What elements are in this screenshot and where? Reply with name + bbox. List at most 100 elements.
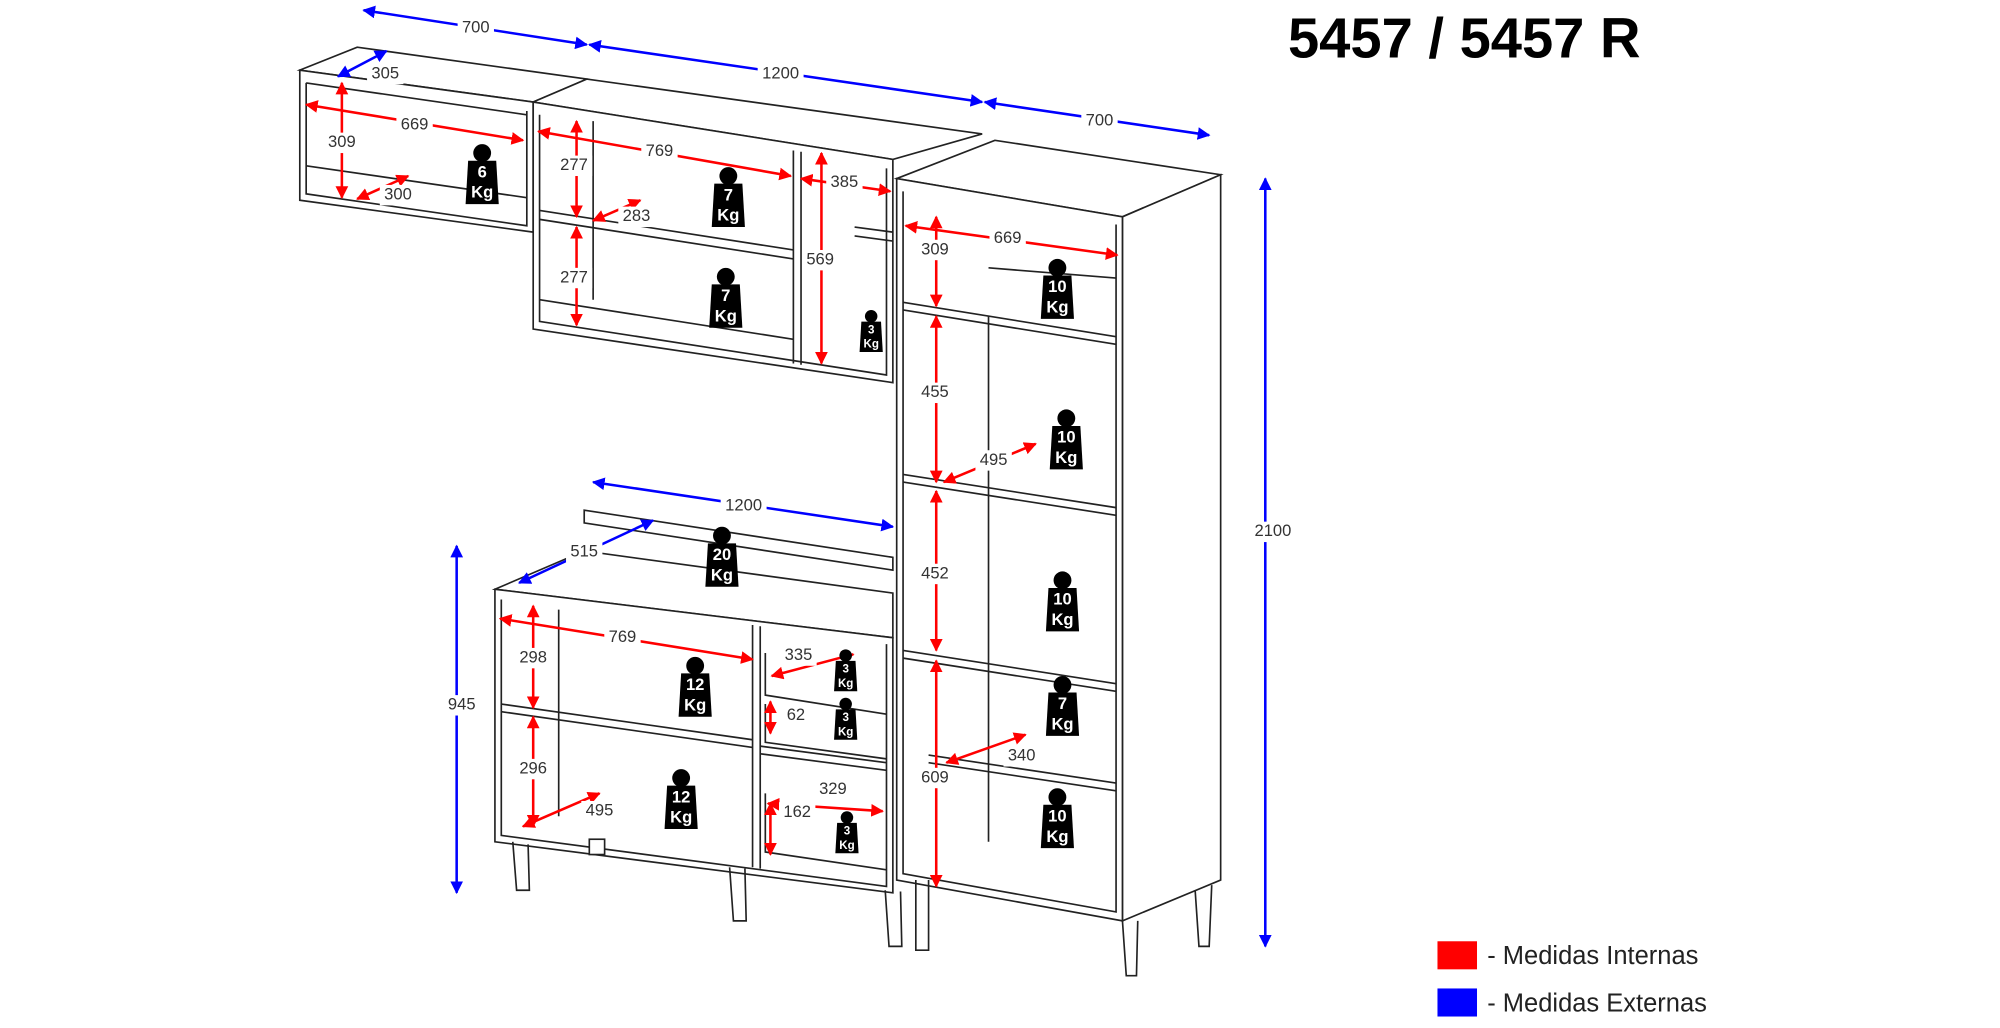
internal-dimension: 277 (555, 119, 593, 219)
dimension-label-bg (1081, 110, 1118, 132)
dimension-label-bg (566, 542, 603, 563)
weight-handle (719, 167, 738, 185)
weight-icon: 7Kg (709, 267, 743, 328)
internal-dimension: 495 (521, 792, 618, 828)
internal-dimension: 277 (555, 225, 593, 327)
dimension-label-bg (814, 779, 852, 800)
dimension-label-bg (581, 800, 618, 822)
weight-handle (686, 656, 705, 675)
dimension-label-bg (443, 695, 480, 716)
weight-handle (1053, 571, 1072, 590)
internal-dimension: 495 (942, 442, 1037, 484)
external-dimension-label: 700 (1086, 111, 1114, 130)
weight-value: 10 (1053, 590, 1071, 609)
weight-unit: Kg (838, 677, 853, 690)
external-dimension: 1200 (588, 39, 984, 107)
external-dimension: 700 (362, 5, 589, 50)
weight-value: 3 (868, 323, 875, 336)
weight-unit: Kg (863, 338, 878, 351)
dimension-label-bg (1249, 521, 1296, 543)
internal-dimension-label: 277 (560, 155, 588, 174)
weight-icon: 7Kg (711, 167, 745, 228)
internal-dimension-label: 495 (980, 450, 1008, 469)
internal-dimension-label: 62 (787, 705, 805, 724)
internal-dimension: 298 (515, 604, 552, 710)
weight-body (835, 822, 859, 854)
dimension-label-bg (618, 206, 655, 228)
weight-body (709, 284, 743, 328)
weight-body (664, 785, 698, 830)
external-dimension: 1200 (591, 477, 895, 532)
dimension-label-bg (975, 450, 1012, 471)
external-dimension-arrow (336, 49, 388, 78)
internal-dimension-label: 309 (921, 239, 949, 258)
weight-value: 6 (478, 162, 487, 181)
weight-handle (713, 526, 731, 545)
dimension-label-bg (379, 184, 417, 206)
dimension-label-bg (782, 705, 810, 726)
internal-dimension-label: 769 (609, 627, 637, 646)
dimension-label-bg (916, 382, 954, 404)
internal-dimension: 162 (764, 802, 816, 856)
internal-dimension: 569 (801, 151, 839, 365)
internal-dimension-label: 296 (519, 758, 547, 777)
weight-unit: Kg (838, 725, 853, 738)
internal-dimension: 62 (764, 700, 810, 735)
legend-label-internal: - Medidas Internas (1487, 942, 1698, 970)
weight-value: 7 (724, 185, 733, 204)
legend-swatch-internal (1437, 941, 1478, 970)
weight-value: 12 (672, 787, 690, 806)
dimension-label-bg (515, 758, 552, 780)
weight-handle (672, 769, 691, 787)
weight-handle (839, 649, 852, 662)
dimension-label-bg (916, 767, 954, 789)
dimension-label-bg (457, 17, 494, 39)
dimension-label-bg (780, 645, 817, 666)
external-dimension: 515 (518, 519, 655, 585)
weight-handle (1057, 409, 1076, 428)
dimension-label-bg (779, 802, 816, 823)
internal-dimension: 283 (591, 198, 655, 228)
weight-unit: Kg (471, 183, 493, 202)
internal-dimension-label: 309 (328, 132, 356, 151)
internal-dimension: 609 (916, 659, 954, 888)
weight-body (1045, 692, 1080, 736)
weight-icon: 3Kg (859, 310, 883, 353)
dimension-label-bg (826, 172, 863, 193)
model-title: 5457 / 5457 R (1288, 6, 1641, 69)
weight-unit: Kg (670, 808, 692, 827)
weight-body (465, 160, 499, 205)
weight-handle (839, 697, 852, 711)
dimension-label-bg (604, 627, 641, 648)
dimension-label-bg (555, 155, 593, 177)
internal-dimension-label: 495 (586, 801, 614, 820)
weight-body (1040, 804, 1074, 849)
external-dimension-label: 700 (462, 17, 490, 36)
weight-unit: Kg (839, 839, 854, 852)
weight-handle (1048, 788, 1067, 807)
weight-value: 12 (686, 675, 704, 694)
weight-unit: Kg (1051, 715, 1073, 734)
weight-value: 20 (713, 545, 731, 564)
weight-value: 7 (721, 286, 730, 305)
weight-unit: Kg (1046, 297, 1068, 316)
weight-body (711, 183, 745, 228)
weight-icon: 3Kg (834, 649, 858, 692)
internal-dimension-label: 455 (921, 382, 949, 401)
internal-dimension: 300 (356, 174, 417, 206)
internal-dimension: 309 (916, 215, 954, 308)
weight-unit: Kg (1046, 827, 1068, 846)
internal-dimension-label: 277 (560, 267, 588, 286)
internal-dimension-label: 162 (783, 802, 811, 821)
internal-dimension-label: 283 (623, 206, 651, 225)
dimension-label-bg (515, 647, 552, 669)
internal-dimension: 455 (916, 315, 954, 484)
